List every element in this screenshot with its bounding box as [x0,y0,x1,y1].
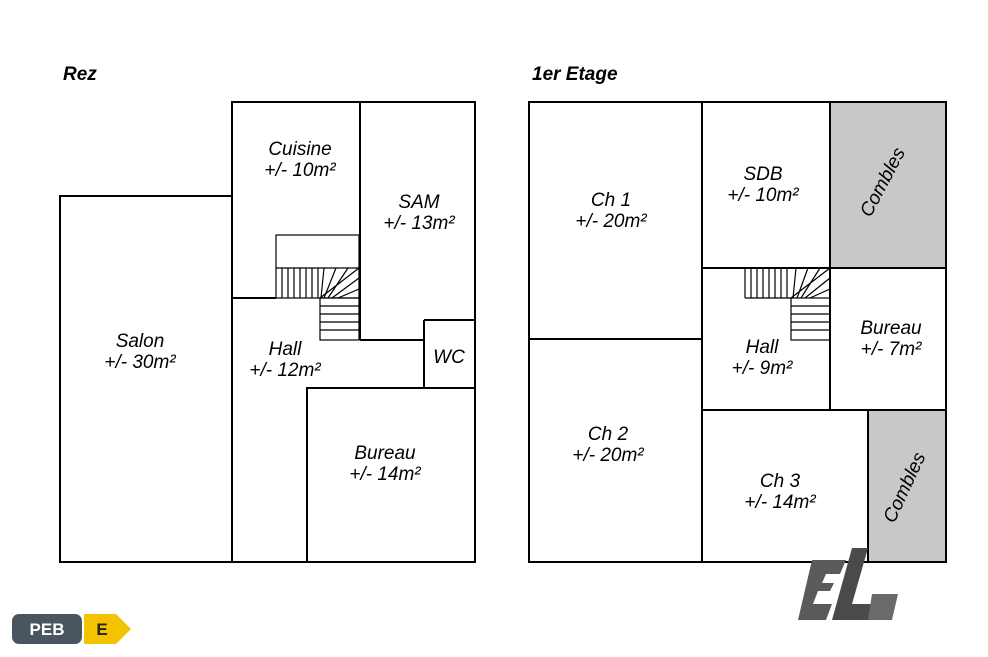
first-hall-area: +/- 9m² [732,358,793,379]
ch2-area: +/- 20m² [572,445,644,466]
peb-label: PEB [30,620,65,639]
first-stairs [744,267,831,341]
first-hall-name: Hall [746,337,780,358]
cuisine-name: Cuisine [268,139,331,160]
ch1-area: +/- 20m² [575,211,647,232]
sam-name: SAM [398,192,439,213]
agency-logo [798,548,898,620]
ch3-area: +/- 14m² [744,492,816,513]
ground-stairs [275,234,360,341]
wc-name: WC [433,347,465,368]
ch3-name: Ch 3 [760,471,801,492]
first-outer-walls [528,101,947,563]
bureau-walls [306,387,475,562]
ch2-name: Ch 2 [588,424,629,445]
sdb-name: SDB [743,164,782,185]
first-floor-plan: Ch 1 +/- 20m² SDB +/- 10m² Combles Hall … [528,101,947,563]
hall-area: +/- 12m² [249,360,321,381]
sam-area: +/- 13m² [383,213,455,234]
cuisine-area: +/- 10m² [264,160,336,181]
wc-walls [423,319,475,388]
peb-label-bg [12,614,82,644]
first-bureau-area: +/- 7m² [861,339,922,360]
first-floor-title: 1er Etage [532,64,618,85]
peb-badge: PEB E [12,614,131,644]
sdb-area: +/- 10m² [727,185,799,206]
attic-top [829,101,947,269]
salon-area: +/- 30m² [104,352,176,373]
bureau-name: Bureau [354,443,416,464]
ground-floor-plan: Cuisine +/- 10m² SAM +/- 13m² Salon +/- … [59,101,476,563]
ground-floor-title: Rez [63,64,97,85]
first-bureau-name: Bureau [860,318,922,339]
bureau-area: +/- 14m² [349,464,421,485]
salon-name: Salon [116,331,165,352]
peb-grade: E [96,620,107,639]
attic-bottom [867,409,947,563]
ch1-name: Ch 1 [591,190,631,211]
peb-grade-arrow [84,614,131,644]
hall-name: Hall [269,339,303,360]
